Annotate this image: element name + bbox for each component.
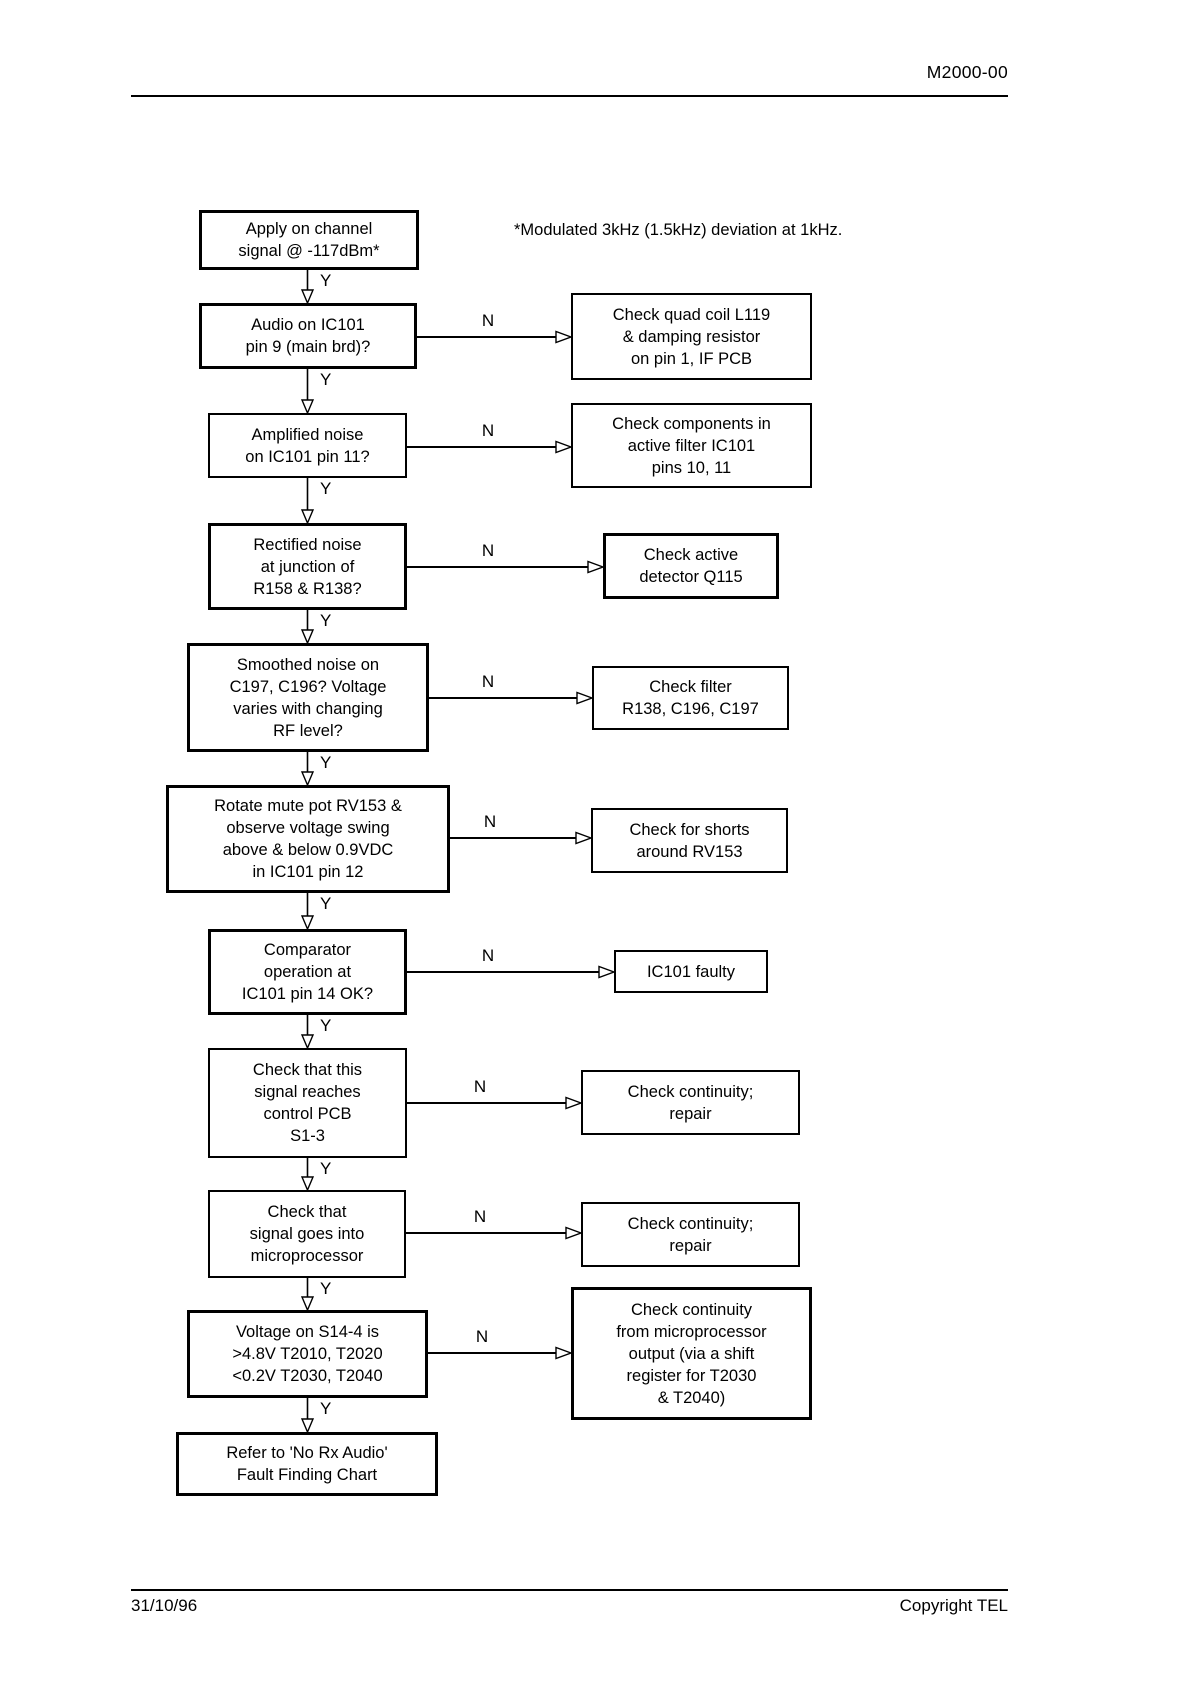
step-9-action-box: Check continuity; repair bbox=[581, 1202, 800, 1267]
no-arrow-2 bbox=[407, 440, 574, 454]
step-6-action-box: Check for shorts around RV153 bbox=[591, 808, 788, 873]
arrow-head-icon bbox=[300, 509, 315, 525]
yes-arrow-9 bbox=[300, 1278, 315, 1312]
step-10-action-box: Check continuity from microprocessor out… bbox=[571, 1287, 812, 1420]
step-8-action-box: Check continuity; repair bbox=[581, 1070, 800, 1135]
yes-label-6: Y bbox=[320, 894, 332, 913]
yes-label-4: Y bbox=[320, 611, 332, 630]
arrow-head-icon bbox=[565, 1096, 584, 1110]
yes-arrow-10 bbox=[300, 1398, 315, 1434]
header-rule bbox=[131, 95, 1008, 97]
yes-label-2: Y bbox=[320, 370, 332, 389]
no-label-7: N bbox=[473, 1077, 487, 1096]
step-1-question-box: Apply on channel signal @ -117dBm* bbox=[199, 210, 419, 270]
footer-rule bbox=[131, 1589, 1008, 1591]
yes-label-3: Y bbox=[320, 479, 332, 498]
no-label-3: N bbox=[481, 541, 495, 560]
arrow-head-icon bbox=[598, 965, 617, 979]
no-arrow-8 bbox=[406, 1226, 584, 1240]
no-arrow-4 bbox=[429, 691, 595, 705]
step-5-question-box: Smoothed noise on C197, C196? Voltage va… bbox=[187, 643, 429, 752]
step-9-question-box: Check that signal goes into microprocess… bbox=[208, 1190, 406, 1278]
step-11-terminal-box: Refer to 'No Rx Audio' Fault Finding Cha… bbox=[176, 1432, 438, 1496]
arrow-head-icon bbox=[300, 629, 315, 645]
yes-arrow-5 bbox=[300, 752, 315, 787]
footer-copyright: Copyright TEL bbox=[899, 1596, 1008, 1615]
yes-arrow-1 bbox=[300, 270, 315, 305]
yes-label-5: Y bbox=[320, 753, 332, 772]
arrow-head-icon bbox=[300, 771, 315, 787]
arrow-head-icon bbox=[555, 440, 574, 454]
arrow-head-icon bbox=[576, 691, 595, 705]
step-5-action-box: Check filter R138, C196, C197 bbox=[592, 666, 789, 730]
yes-label-8: Y bbox=[320, 1159, 332, 1178]
arrow-head-icon bbox=[300, 289, 315, 305]
footer-date: 31/10/96 bbox=[131, 1596, 198, 1615]
yes-arrow-3 bbox=[300, 478, 315, 525]
no-arrow-5 bbox=[450, 831, 594, 845]
step-2-question-box: Audio on IC101 pin 9 (main brd)? bbox=[199, 303, 417, 369]
step-8-question-box: Check that this signal reaches control P… bbox=[208, 1048, 407, 1158]
no-label-1: N bbox=[481, 311, 495, 330]
no-label-9: N bbox=[475, 1327, 489, 1346]
no-arrow-7 bbox=[407, 1096, 584, 1110]
no-arrow-1 bbox=[417, 330, 574, 344]
no-label-6: N bbox=[481, 946, 495, 965]
no-arrow-9 bbox=[428, 1346, 574, 1360]
no-label-8: N bbox=[473, 1207, 487, 1226]
arrow-head-icon bbox=[300, 1034, 315, 1050]
no-label-2: N bbox=[481, 421, 495, 440]
step-3-action-box: Check components in active filter IC101 … bbox=[571, 403, 812, 488]
yes-arrow-8 bbox=[300, 1158, 315, 1192]
step-7-action-box: IC101 faulty bbox=[614, 950, 768, 993]
no-arrow-3 bbox=[407, 560, 606, 574]
yes-label-7: Y bbox=[320, 1016, 332, 1035]
yes-label-10: Y bbox=[320, 1399, 332, 1418]
yes-arrow-2 bbox=[300, 369, 315, 415]
arrow-head-icon bbox=[587, 560, 606, 574]
arrow-head-icon bbox=[300, 399, 315, 415]
modulation-note: *Modulated 3kHz (1.5kHz) deviation at 1k… bbox=[514, 221, 843, 239]
arrow-head-icon bbox=[300, 1418, 315, 1434]
yes-label-1: Y bbox=[320, 271, 332, 290]
step-7-question-box: Comparator operation at IC101 pin 14 OK? bbox=[208, 929, 407, 1015]
no-label-4: N bbox=[481, 672, 495, 691]
step-3-question-box: Amplified noise on IC101 pin 11? bbox=[208, 413, 407, 478]
no-arrow-6 bbox=[407, 965, 617, 979]
arrow-head-icon bbox=[575, 831, 594, 845]
no-label-5: N bbox=[483, 812, 497, 831]
step-4-action-box: Check active detector Q115 bbox=[603, 533, 779, 599]
arrow-head-icon bbox=[555, 330, 574, 344]
doc-number: M2000-00 bbox=[926, 62, 1008, 82]
arrow-head-icon bbox=[300, 915, 315, 931]
yes-arrow-6 bbox=[300, 893, 315, 931]
yes-arrow-4 bbox=[300, 610, 315, 645]
arrow-head-icon bbox=[565, 1226, 584, 1240]
step-6-question-box: Rotate mute pot RV153 & observe voltage … bbox=[166, 785, 450, 893]
arrow-head-icon bbox=[300, 1296, 315, 1312]
step-10-question-box: Voltage on S14-4 is >4.8V T2010, T2020 <… bbox=[187, 1310, 428, 1398]
step-4-question-box: Rectified noise at junction of R158 & R1… bbox=[208, 523, 407, 610]
arrow-head-icon bbox=[555, 1346, 574, 1360]
arrow-head-icon bbox=[300, 1176, 315, 1192]
yes-label-9: Y bbox=[320, 1279, 332, 1298]
yes-arrow-7 bbox=[300, 1015, 315, 1050]
step-2-action-box: Check quad coil L119 & damping resistor … bbox=[571, 293, 812, 380]
